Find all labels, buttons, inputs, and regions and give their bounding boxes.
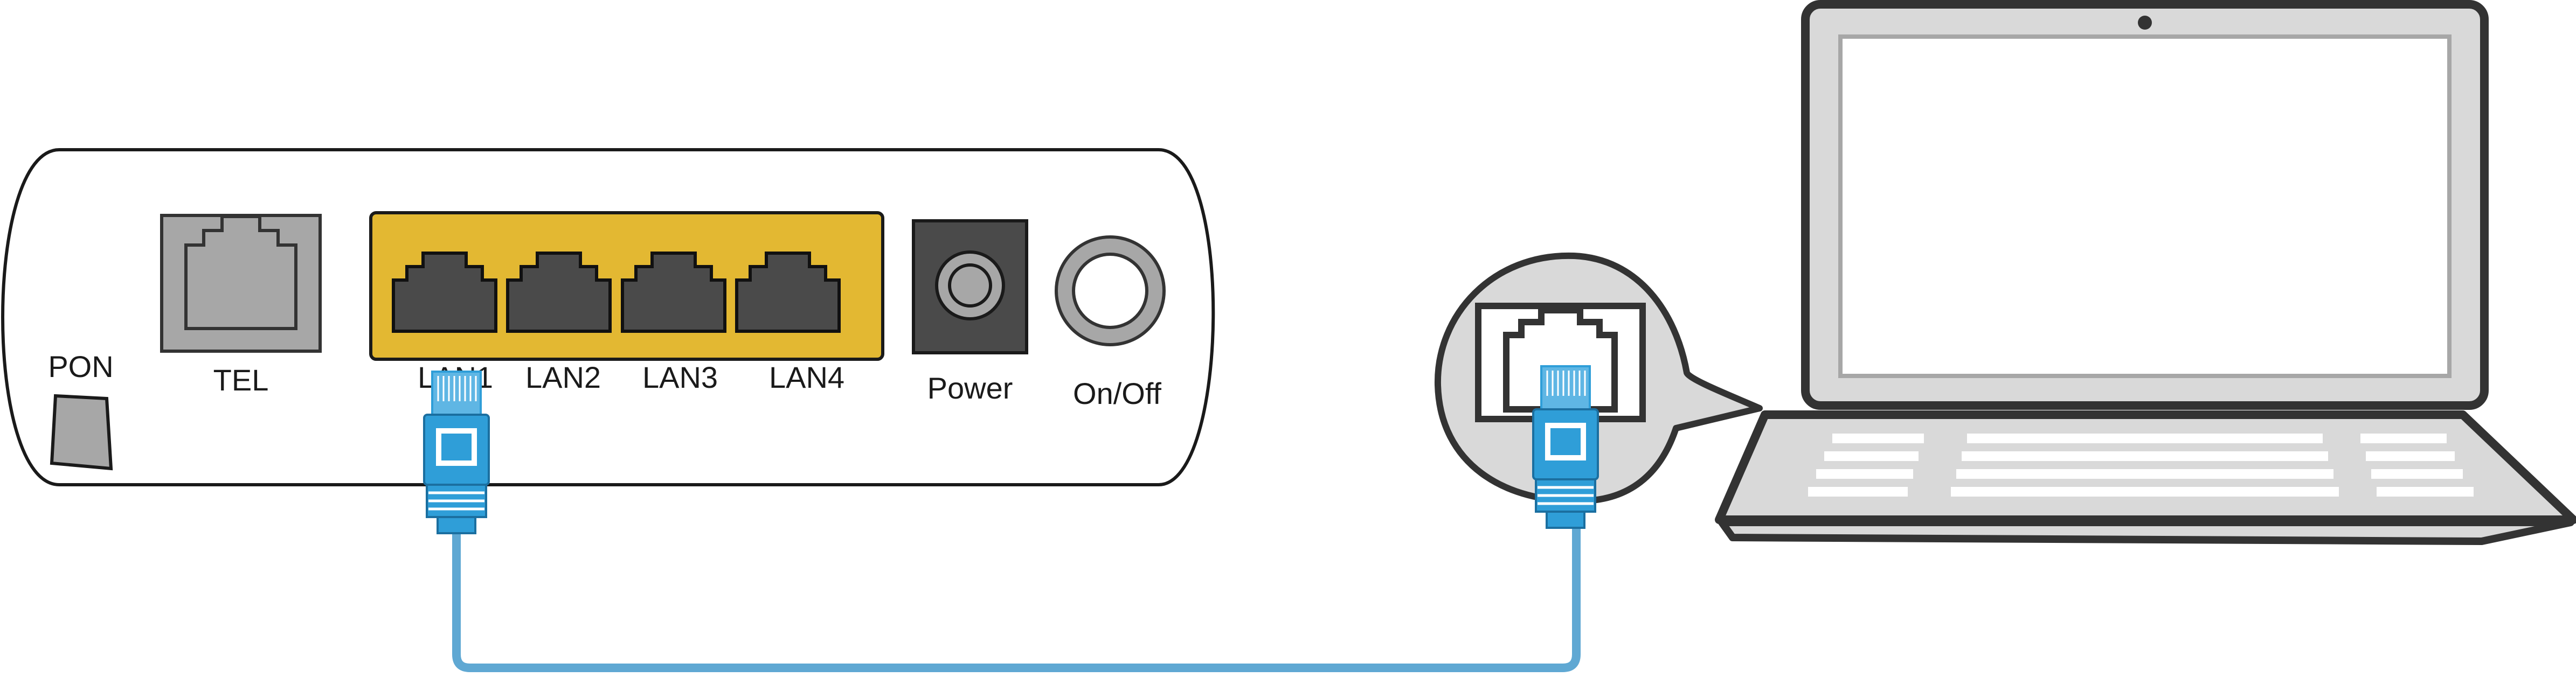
lan-port-group: [369, 211, 884, 361]
power-port[interactable]: [912, 219, 1028, 354]
keyboard-key-row-1-3: [2360, 434, 2447, 443]
router-lan1-connector[interactable]: [423, 371, 490, 534]
on-off-button[interactable]: [1055, 235, 1166, 346]
keyboard-key-row-2-2: [1962, 451, 2328, 461]
pon-label: PON: [48, 350, 113, 383]
ethernet-cable-icon: [452, 513, 1581, 672]
keyboard-key-row-1-1: [1832, 434, 1924, 443]
lan-port-3[interactable]: [621, 252, 726, 333]
laptop-connector[interactable]: [1532, 365, 1599, 529]
laptop-screen: [1838, 34, 2452, 378]
keyboard-key-row-4-3: [2377, 487, 2474, 497]
keyboard-key-row-1-2: [1967, 434, 2323, 443]
laptop-icon: [1715, 0, 2576, 545]
tel-label: TEL: [213, 363, 269, 397]
keyboard-key-row-3-2: [1956, 469, 2333, 479]
keyboard: [1808, 434, 2474, 497]
keyboard-key-row-2-1: [1824, 451, 1919, 461]
lan-port-2[interactable]: [506, 252, 612, 333]
lan-port-4[interactable]: [735, 252, 841, 333]
keyboard-key-row-3-1: [1816, 469, 1913, 479]
lan4-label: LAN4: [769, 360, 844, 394]
webcam-icon: [2138, 16, 2152, 30]
lan3-label: LAN3: [642, 360, 718, 394]
router-device: PON TEL LAN1 LAN2 LAN3 LAN4 Power On/Off: [1, 148, 1215, 486]
power-label: Power: [927, 371, 1013, 405]
lan-port-1[interactable]: [392, 252, 497, 333]
keyboard-key-row-3-3: [2371, 469, 2463, 479]
laptop-base: [1715, 410, 2576, 524]
onoff-label: On/Off: [1073, 376, 1161, 410]
pon-port[interactable]: [50, 394, 113, 471]
keyboard-key-row-4-1: [1808, 487, 1908, 497]
keyboard-key-row-4-2: [1951, 487, 2339, 497]
tel-port[interactable]: [160, 214, 322, 353]
keyboard-key-row-2-3: [2366, 451, 2455, 461]
lan2-label: LAN2: [525, 360, 601, 394]
